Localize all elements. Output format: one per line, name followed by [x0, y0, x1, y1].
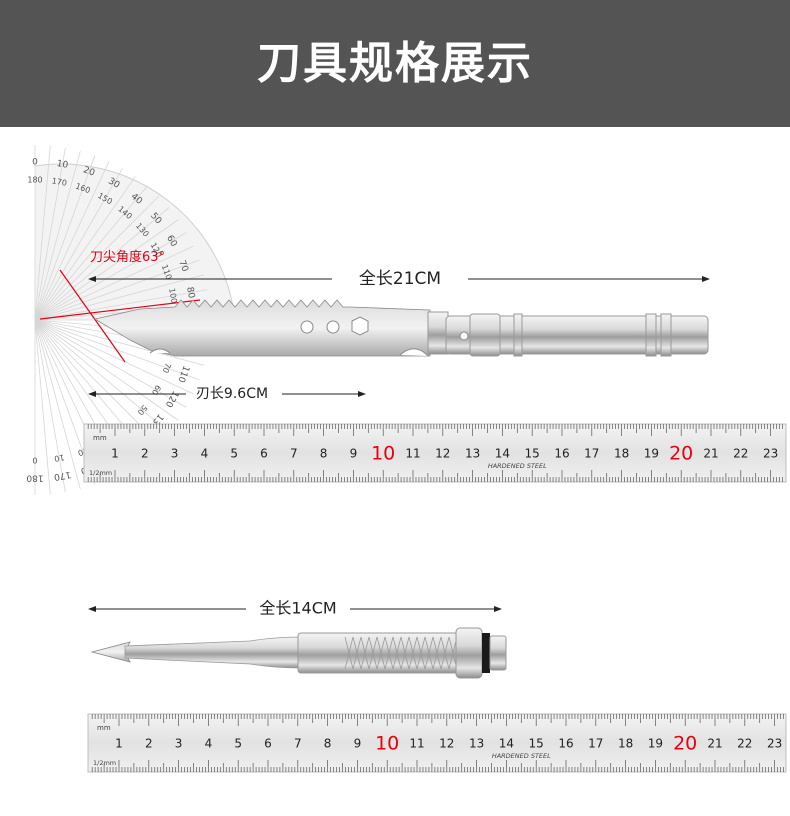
ruler-number: 16 — [554, 447, 569, 461]
ruler-number: 22 — [733, 447, 748, 461]
ruler-number: 3 — [175, 737, 183, 751]
ruler-number: 17 — [588, 737, 603, 751]
ruler-number: 6 — [264, 737, 272, 751]
page-title: 刀具规格展示 — [257, 38, 533, 89]
protractor-inner-number: 170 — [51, 176, 68, 188]
protractor-outer-number: 110 — [175, 364, 190, 384]
tip-angle-line-upper — [39, 299, 201, 320]
protractor-inner-number: 60 — [150, 383, 163, 396]
ruler-number: 12 — [435, 447, 450, 461]
tip-angle-line-lower — [59, 269, 126, 363]
total-length-dimension-2: 全长14CM — [88, 599, 502, 618]
ruler-number: 23 — [767, 737, 782, 751]
protractor-outer-number: 0 — [32, 158, 38, 168]
ruler-number: 8 — [324, 737, 332, 751]
ruler-number: 18 — [618, 737, 633, 751]
protractor-outer-number: 80 — [184, 286, 196, 299]
ruler-number: 14 — [495, 447, 510, 461]
protractor-outer-number: 120 — [163, 389, 180, 409]
ruler-number: 7 — [294, 737, 302, 751]
ruler-unit-half-mm: 1/2mm — [93, 759, 116, 767]
ruler-number: 11 — [409, 737, 424, 751]
protractor-outer-number: 20 — [82, 165, 96, 178]
ruler-number: 21 — [703, 447, 718, 461]
ruler-number: 6 — [260, 447, 268, 461]
ruler-number: 3 — [171, 447, 179, 461]
ruler-number: 19 — [648, 737, 663, 751]
protractor-inner-number: 180 — [27, 176, 42, 185]
ruler-number: 13 — [465, 447, 480, 461]
ruler-number: 17 — [584, 447, 599, 461]
protractor-inner-number: 0 — [32, 456, 37, 465]
total-length-dimension-1: 全长21CM — [88, 269, 710, 289]
ruler-number: 4 — [201, 447, 209, 461]
ruler-brand-text: HARDENED STEEL — [488, 462, 547, 470]
ruler-number: 1 — [111, 447, 119, 461]
multitool-knife — [93, 299, 709, 357]
ruler-number: 23 — [763, 447, 778, 461]
blade-length-dimension: 刃长9.6CM — [88, 386, 366, 402]
ruler-unit-half-mm: 1/2mm — [89, 469, 112, 477]
protractor-outer-number: 70 — [176, 259, 189, 273]
spear-tip-tool — [90, 627, 507, 679]
ruler-number: 2 — [145, 737, 153, 751]
ruler-number: 12 — [439, 737, 454, 751]
protractor-inner-number: 10 — [54, 453, 66, 464]
ruler-number: 5 — [234, 737, 242, 751]
ruler-number: 4 — [205, 737, 213, 751]
ruler-number: 8 — [320, 447, 328, 461]
ruler-number: 20 — [673, 733, 697, 755]
ruler-number: 22 — [737, 737, 752, 751]
ruler-number: 10 — [375, 733, 399, 755]
ruler-number: 15 — [525, 447, 540, 461]
ruler-number: 13 — [469, 737, 484, 751]
tip-angle-label: 刀尖角度63° — [90, 249, 165, 265]
ruler-number: 16 — [558, 737, 573, 751]
ruler-brand-text: HARDENED STEEL — [492, 752, 551, 760]
product-illustration: 0102030405060708090100110120130140150160… — [0, 127, 790, 816]
ruler-number: 19 — [644, 447, 659, 461]
ruler-number: 1 — [115, 737, 123, 751]
header-bar: 刀具规格展示 — [0, 0, 790, 127]
total-length-label-1: 全长21CM — [359, 269, 441, 289]
ruler-number: 15 — [529, 737, 544, 751]
ruler-number: 18 — [614, 447, 629, 461]
ruler-number: 20 — [669, 443, 693, 465]
ruler-number: 11 — [405, 447, 420, 461]
ruler-unit-mm: mm — [93, 434, 107, 442]
ruler-number: 5 — [230, 447, 238, 461]
protractor-inner-number: 70 — [161, 362, 173, 375]
ruler-number: 21 — [707, 737, 722, 751]
total-length-label-2: 全长14CM — [259, 599, 336, 618]
ruler-number: 14 — [499, 737, 514, 751]
protractor-outer-number: 170 — [53, 469, 72, 482]
ruler-number: 9 — [350, 447, 358, 461]
protractor-inner-number: 20 — [77, 446, 90, 458]
ruler-number: 10 — [371, 443, 395, 465]
ruler-unit-mm: mm — [97, 724, 111, 732]
protractor-outer-number: 10 — [56, 159, 69, 171]
protractor-inner-number: 50 — [136, 403, 149, 417]
ruler-number: 2 — [141, 447, 149, 461]
ruler-number: 9 — [354, 737, 362, 751]
blade-length-label: 刃长9.6CM — [196, 386, 268, 402]
ruler-number: 7 — [290, 447, 298, 461]
protractor-outer-number: 180 — [26, 473, 43, 483]
protractor-inner-number: 100 — [167, 287, 179, 304]
